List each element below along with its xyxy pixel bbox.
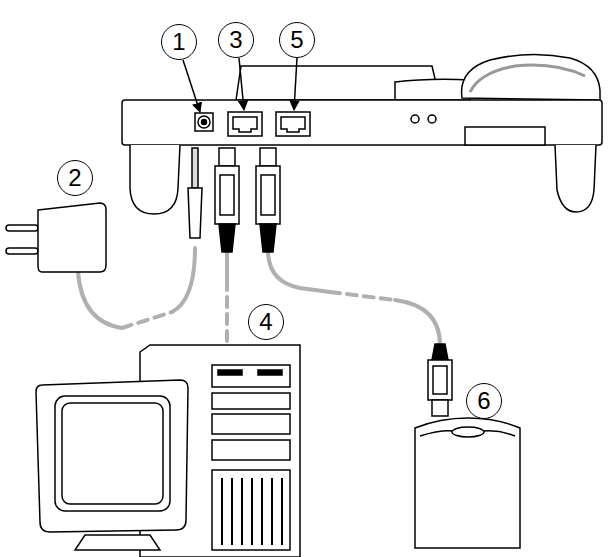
adapter-prong xyxy=(6,248,38,254)
lan-plug xyxy=(215,166,239,224)
cables xyxy=(78,248,440,345)
leader-arrow xyxy=(239,58,244,110)
callout-number: 2 xyxy=(57,160,93,196)
drive-bay xyxy=(212,393,290,409)
lan-port-socket xyxy=(281,117,305,132)
lan-port-socket xyxy=(233,117,257,132)
phone-cradle xyxy=(395,79,470,100)
callout-number: 4 xyxy=(248,304,284,340)
grille-slots xyxy=(222,478,282,545)
power-cable-gap xyxy=(122,312,172,328)
callout-number: 5 xyxy=(279,22,315,58)
lan-plug-boot xyxy=(432,344,448,360)
leader-arrow xyxy=(183,60,200,112)
adapter-body xyxy=(38,203,106,272)
lan-plug xyxy=(428,360,452,400)
callout-number: 3 xyxy=(218,22,254,58)
modem-cable xyxy=(395,300,440,345)
drive-bay xyxy=(212,414,290,434)
drive-slot xyxy=(218,370,242,375)
handset-shading xyxy=(470,65,585,92)
drive-bay xyxy=(212,440,290,460)
adapter-prong xyxy=(6,225,38,231)
lan-plug-tip xyxy=(219,148,235,166)
phone-ledge xyxy=(465,127,545,145)
modem xyxy=(415,418,520,548)
lan-plug-tip xyxy=(432,400,448,416)
modem-indicator xyxy=(452,427,484,437)
led xyxy=(428,115,436,123)
lan-plug-boot xyxy=(260,224,276,252)
power-jack-pin xyxy=(202,120,207,125)
modem-cable-gap xyxy=(330,292,395,300)
phone-foot xyxy=(555,145,596,212)
modem-cable xyxy=(268,250,330,292)
power-cable xyxy=(172,248,195,312)
power-adapter xyxy=(6,203,106,272)
modem-body xyxy=(415,418,520,548)
power-plug-pin xyxy=(192,148,198,188)
lan-plug xyxy=(256,166,280,224)
monitor-stand xyxy=(75,535,160,550)
drive-bay xyxy=(212,365,290,387)
callout-number: 6 xyxy=(466,383,502,419)
phone-foot xyxy=(130,145,180,214)
leader-lines xyxy=(183,58,297,112)
drive-slot xyxy=(258,370,282,375)
lan-plug-detail xyxy=(261,175,275,215)
modem-detail xyxy=(420,431,515,436)
monitor xyxy=(36,380,188,550)
power-jack xyxy=(195,113,213,131)
led xyxy=(411,115,419,123)
monitor-screen-inner xyxy=(62,403,163,504)
monitor-screen xyxy=(55,396,170,511)
lan-plug-detail xyxy=(433,366,447,394)
pc-cable xyxy=(225,250,229,280)
leader-arrow xyxy=(294,58,297,110)
lan-plug-detail xyxy=(220,175,234,215)
lan-plug-boot xyxy=(219,224,235,252)
plugs xyxy=(188,148,452,416)
lan-plug-tip xyxy=(260,148,276,166)
power-jack-ring xyxy=(198,116,210,128)
pc-cable-gap xyxy=(225,280,229,345)
tower-grille xyxy=(212,470,290,550)
power-cable xyxy=(78,272,122,328)
lan-port xyxy=(228,112,262,136)
power-plug xyxy=(188,188,202,238)
lan-port xyxy=(276,112,310,136)
handset xyxy=(462,54,600,100)
phone-body xyxy=(122,100,602,145)
callout-number: 1 xyxy=(161,24,197,60)
monitor-body xyxy=(36,380,188,532)
